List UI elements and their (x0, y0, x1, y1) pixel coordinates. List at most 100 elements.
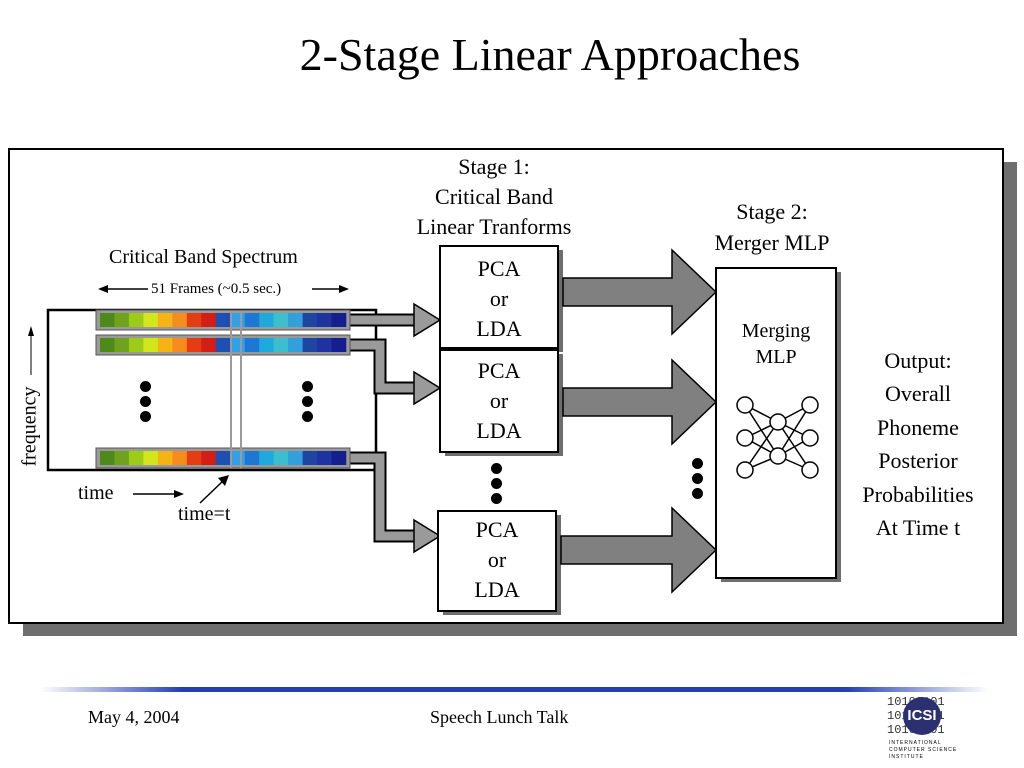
frames-arrow (98, 285, 349, 293)
spectrum-cell (302, 338, 318, 352)
spectrum-cell (288, 338, 303, 352)
spectrum-cell (128, 313, 144, 327)
spectrum-cell (201, 313, 217, 327)
output-line: Phoneme (877, 414, 959, 440)
stage2-line: Merger MLP (714, 230, 830, 255)
spectrum-cell (143, 338, 159, 352)
time-t-label: time=t (178, 503, 231, 525)
spectrum-cell (244, 451, 260, 465)
output-line: Posterior (878, 448, 958, 474)
spectrum-cell (114, 338, 130, 352)
spectrum-cell (186, 313, 202, 327)
logo-text: ICSI (907, 707, 937, 724)
spectrum-cell (273, 338, 289, 352)
box-ellipsis-dot (491, 478, 502, 489)
spectrum-cell (317, 338, 332, 352)
spectrum-cell (215, 451, 231, 465)
transform-method: PCA (477, 358, 521, 383)
stage2-label: Stage 2: Merger MLP (690, 196, 854, 258)
transform-or: or (489, 286, 509, 311)
box-ellipsis-dot (491, 493, 502, 504)
transform-box-3-text: PCA or LDA (438, 515, 556, 605)
big-arrows (560, 248, 718, 594)
spectrum-cell (128, 451, 144, 465)
spectrum-row-2 (95, 334, 351, 356)
spectrum-cell (186, 451, 202, 465)
footer-rule (40, 687, 988, 692)
time-t-pointer (199, 475, 229, 504)
spectrum-cell (331, 313, 347, 327)
spectrum-ellipsis-dot (140, 381, 151, 392)
spectrum-cell (244, 338, 260, 352)
transform-method: LDA (476, 316, 522, 341)
logo-caption: INTERNATIONAL (889, 740, 942, 746)
spectrum-cell (172, 313, 188, 327)
spectrum-cell (230, 338, 246, 352)
transform-method: LDA (476, 418, 522, 443)
output-line: At Time t (875, 515, 961, 541)
spectrum-cell (259, 313, 274, 327)
spectrum-cell (215, 313, 231, 327)
spectrum-cell (302, 451, 318, 465)
time-label: time (78, 482, 114, 504)
icsi-logo: 10100101 10100101 10100101 ICSI INTERNAT… (887, 695, 959, 765)
spectrum-ellipsis-dot (302, 411, 313, 422)
spectrum-ellipsis-dot (302, 381, 313, 392)
slide-title: 2-Stage Linear Approaches (299, 29, 801, 80)
spectrum-cell (331, 338, 347, 352)
stage2-line: Stage 2: (736, 199, 808, 224)
spectrum-cell (143, 313, 159, 327)
spectrum-cell (128, 338, 144, 352)
footer-date: May 4, 2004 (88, 707, 180, 727)
output-line: Output: (884, 348, 952, 373)
spectrum-cell (143, 451, 159, 465)
spectrum-cell (100, 313, 115, 327)
spectrum-cell (172, 338, 188, 352)
transform-box-1-text: PCA or LDA (440, 254, 558, 344)
routing-arrows (344, 302, 442, 554)
logo-caption: COMPUTER SCIENCE (889, 747, 958, 753)
arrow-ellipsis-dot (692, 458, 703, 469)
transform-box-1 (439, 245, 563, 352)
footer-title: Speech Lunch Talk (430, 707, 569, 727)
box-ellipsis-dot (491, 463, 502, 474)
spectrum-cell (157, 338, 173, 352)
spectrum-cell (317, 313, 332, 327)
transform-box-2-text: PCA or LDA (440, 356, 558, 446)
spectrum-cell (244, 313, 260, 327)
spectrum-cell (114, 451, 130, 465)
arrow-ellipsis-dot (692, 488, 703, 499)
spectrum-ellipsis-dot (140, 411, 151, 422)
output-label: Output: Overall Phoneme Posterior Probab… (842, 344, 994, 544)
neural-network-icon (736, 396, 819, 479)
spectrum-row-1 (95, 309, 351, 331)
stage1-line: Critical Band (435, 184, 553, 209)
output-line: Probabilities (862, 481, 974, 507)
spectrum-cell (186, 338, 202, 352)
logo-caption: INSTITUTE (889, 754, 924, 760)
spectrum-cell (273, 313, 289, 327)
transform-method: LDA (474, 577, 520, 602)
transform-method: PCA (475, 517, 519, 542)
spectrum-cell (317, 451, 332, 465)
spectrum-cell (230, 451, 246, 465)
output-line: Overall (885, 381, 951, 407)
spectrum-cell (201, 338, 217, 352)
transform-or: or (487, 547, 507, 572)
stage1-label: Stage 1: Critical Band Linear Tranforms (396, 152, 592, 242)
spectrum-cell (157, 451, 173, 465)
merging-line: MLP (755, 346, 797, 368)
spectrum-cell (273, 451, 289, 465)
spectrum-label: Critical Band Spectrum (109, 246, 298, 268)
spectrum-cell (114, 313, 130, 327)
spectrum-row-3 (95, 447, 351, 469)
spectrum-cell (259, 451, 274, 465)
frequency-arrow (28, 326, 34, 375)
spectrum-cell (259, 338, 274, 352)
spectrum-ellipsis-dot (302, 396, 313, 407)
stage1-line: Linear Tranforms (416, 214, 572, 239)
stage1-line: Stage 1: (458, 154, 530, 179)
spectrum-cell (288, 313, 303, 327)
spectrum-cell (100, 451, 115, 465)
transform-box-2 (439, 349, 563, 456)
